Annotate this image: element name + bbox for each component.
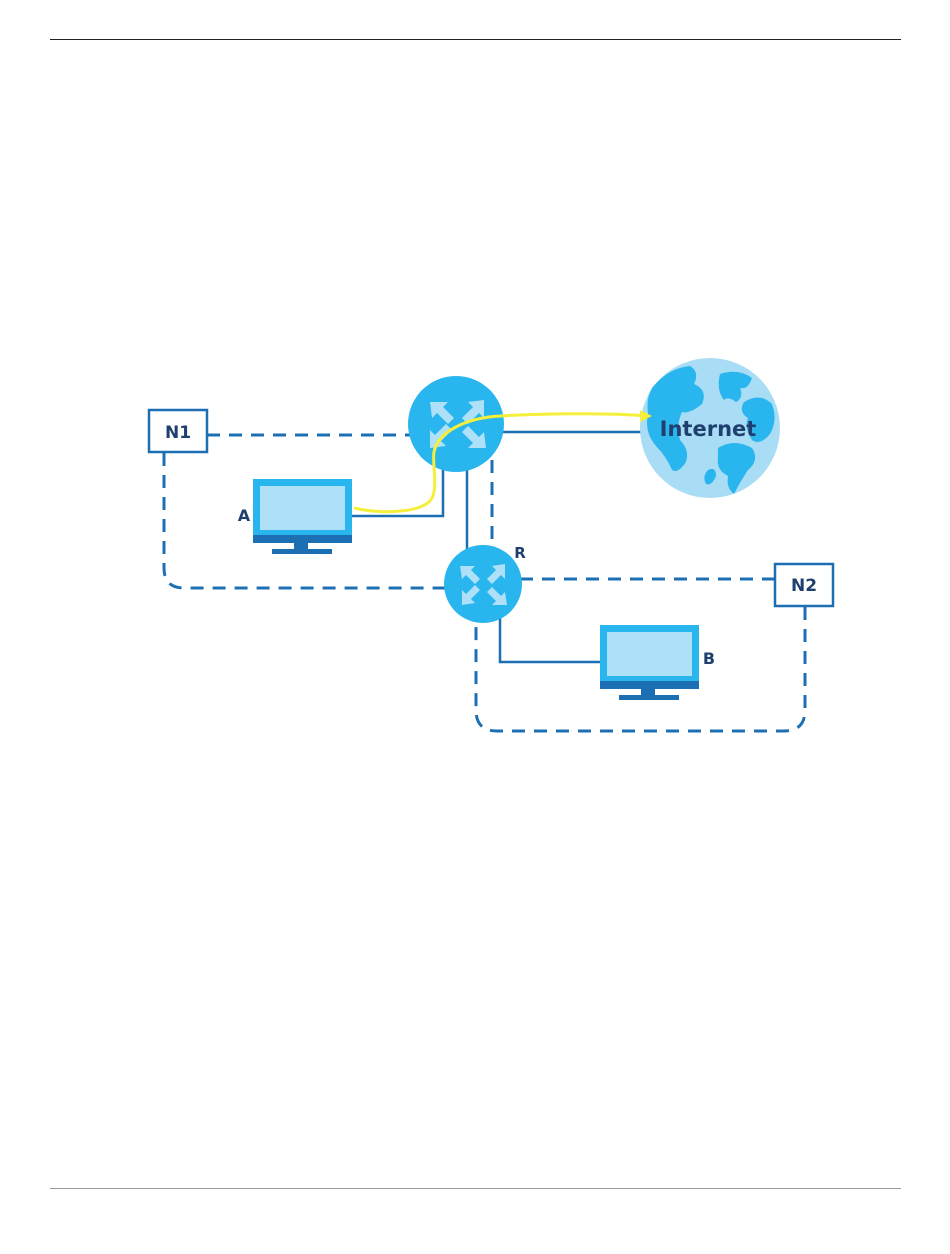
gateway-router-icon bbox=[408, 376, 504, 472]
computer-b-icon bbox=[600, 625, 699, 700]
n1-label: N1 bbox=[165, 423, 191, 443]
n2-label: N2 bbox=[791, 576, 817, 596]
router-r-icon bbox=[444, 545, 522, 623]
computer-a-icon bbox=[253, 479, 352, 554]
computer-b-label: B bbox=[703, 649, 715, 668]
footer-rule bbox=[50, 1188, 901, 1189]
link-r-b bbox=[500, 612, 602, 662]
router-r-label: R bbox=[514, 544, 526, 562]
computer-a-label: A bbox=[238, 506, 251, 525]
internet-label: Internet bbox=[660, 417, 757, 441]
